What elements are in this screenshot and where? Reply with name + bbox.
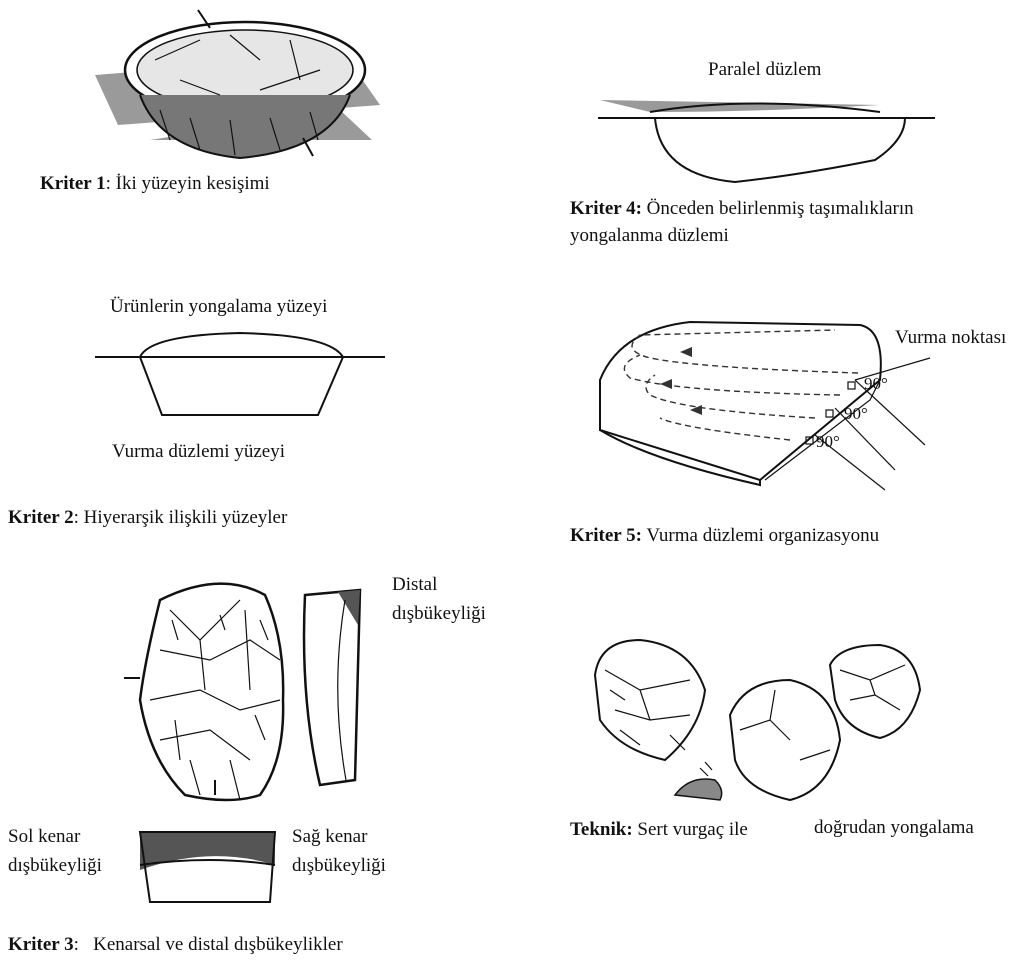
criterion-3-sep: : [74, 934, 94, 955]
criterion-1-sep: : [106, 173, 116, 194]
criterion-2-sep: : [74, 507, 84, 528]
criterion-3-left-line1: Sol kenar [8, 825, 80, 849]
criterion-4-caption-line1: Kriter 4: Önceden belirlenmiş taşımalıkl… [570, 197, 914, 221]
criterion-5-angle-2: 90° [844, 402, 868, 426]
criterion-3-right-line1: Sağ kenar [292, 825, 367, 849]
criterion-2-drawing [95, 333, 385, 415]
technique-text: Sert vurgaç ile [633, 819, 748, 840]
technique-label: Teknik: [570, 819, 633, 840]
criterion-1-drawing [95, 10, 380, 158]
criterion-1-caption: Kriter 1: İki yüzeyin kesişimi [40, 172, 270, 196]
criterion-5-drawing [600, 322, 930, 490]
criterion-3-distal-line2: dışbükeyliği [392, 602, 486, 626]
technique-text-2: doğrudan yongalama [814, 816, 974, 840]
technique-caption: Teknik: Sert vurgaç ile [570, 818, 748, 842]
criterion-3-label: Kriter 3 [8, 934, 74, 955]
technique-drawing [595, 640, 920, 800]
criterion-4-top-label: Paralel düzlem [708, 58, 821, 82]
criterion-4-label: Kriter 4: [570, 198, 642, 219]
criterion-4-text-line1: Önceden belirlenmiş taşımalıkların [642, 198, 914, 219]
criterion-1-label: Kriter 1 [40, 173, 106, 194]
criterion-3-text: Kenarsal ve distal dışbükeylikler [93, 934, 343, 955]
criterion-5-text: Vurma düzlemi organizasyonu [642, 525, 879, 546]
criterion-3-caption: Kriter 3: Kenarsal ve distal dışbükeylik… [8, 933, 343, 957]
criterion-3-distal-line1: Distal [392, 573, 437, 597]
criterion-5-label: Kriter 5: [570, 525, 642, 546]
criterion-4-text-line2: yongalanma düzlemi [570, 224, 729, 248]
criterion-4-drawing [598, 100, 935, 182]
criterion-5-angle-1: 90° [864, 372, 888, 396]
criterion-2-top-label: Ürünlerin yongalama yüzeyi [110, 295, 327, 319]
criterion-1-text: İki yüzeyin kesişimi [116, 173, 270, 194]
criterion-2-label: Kriter 2 [8, 507, 74, 528]
criterion-2-bottom-label: Vurma düzlemi yüzeyi [112, 440, 285, 464]
criterion-5-angle-3: 90° [816, 430, 840, 454]
criterion-3-left-line2: dışbükeyliği [8, 854, 102, 878]
criterion-5-point-label: Vurma noktası [895, 326, 1006, 350]
criterion-5-caption: Kriter 5: Vurma düzlemi organizasyonu [570, 524, 879, 548]
criterion-2-text: Hiyerarşik ilişkili yüzeyler [84, 507, 288, 528]
criterion-3-right-line2: dışbükeyliği [292, 854, 386, 878]
criterion-2-caption: Kriter 2: Hiyerarşik ilişkili yüzeyler [8, 506, 287, 530]
